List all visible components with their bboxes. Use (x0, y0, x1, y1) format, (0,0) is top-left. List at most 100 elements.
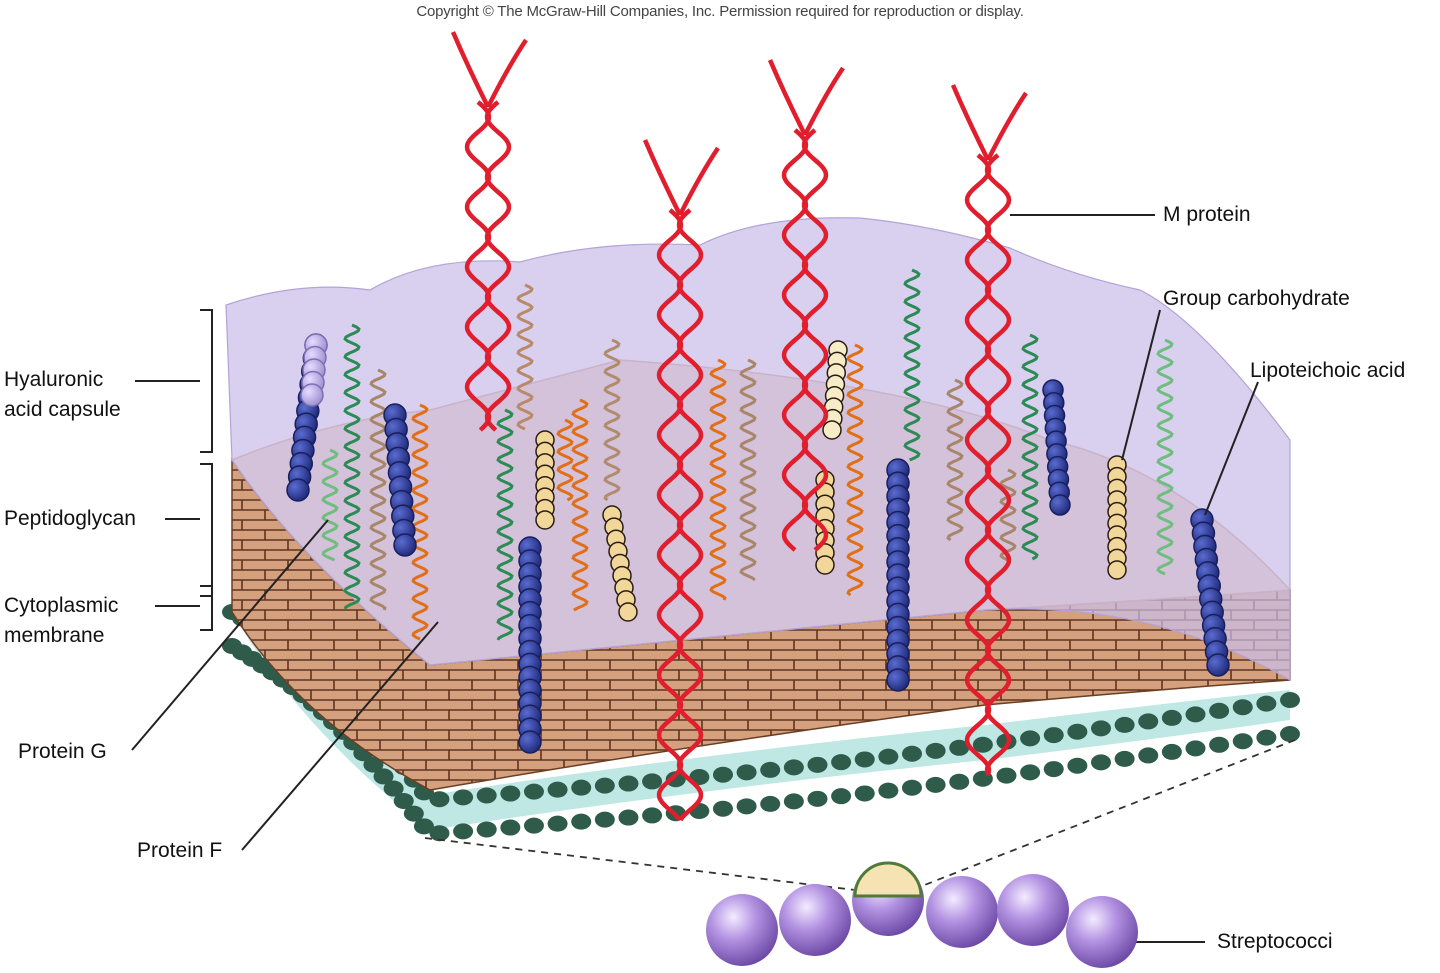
group-carbohydrate-bead (815, 555, 835, 575)
label-streptococci: Streptococci (1217, 930, 1333, 953)
membrane-lipid-bead (949, 739, 970, 756)
membrane-lipid-bead (807, 790, 828, 807)
membrane-lipid-bead (878, 782, 899, 799)
lipoteichoic-leader (1204, 381, 1259, 516)
group-carbohydrate-leader (1121, 309, 1161, 461)
label-cytoplasmic-line1: Cytoplasmic (4, 594, 119, 617)
label-peptidoglycan: Peptidoglycan (4, 507, 136, 530)
membrane-lipid-bead (1232, 699, 1253, 716)
membrane-lipid-bead (1090, 754, 1111, 771)
membrane-lipid-bead (429, 791, 450, 808)
capsule-polymer-strand (556, 418, 574, 502)
membrane-lipid-bead (618, 809, 639, 826)
lipoteichoic-bead (300, 383, 324, 407)
group-carbohydrate-bead (822, 420, 842, 440)
m-protein-tip (485, 38, 528, 109)
streptococci-chain (706, 861, 1138, 968)
membrane-lipid-bead (949, 773, 970, 790)
lipoteichoic-bead (1049, 494, 1071, 516)
m-protein-strand (656, 208, 684, 822)
membrane-lipid-bead (736, 764, 757, 781)
capsule-polymer-strand (903, 268, 921, 462)
label-protein-f: Protein F (137, 839, 223, 862)
membrane-lipid-bead (547, 815, 568, 832)
label-group-carbohydrate: Group carbohydrate (1163, 287, 1350, 310)
membrane-lipid-bead (831, 788, 852, 805)
m-protein-strand (676, 208, 704, 822)
m-protein-strand (801, 128, 829, 552)
m-protein-tip (950, 84, 991, 162)
membrane-lipid-bead (972, 736, 993, 753)
group-carbohydrate-bead (618, 602, 638, 622)
membrane-lipid-bead (413, 818, 434, 835)
capsule-polymer-strand (603, 338, 621, 502)
membrane-lipid-bead (1232, 733, 1253, 750)
membrane-lipid-bead (523, 817, 544, 834)
membrane-lipid-bead (1043, 761, 1064, 778)
membrane-lipid-bead (594, 777, 615, 794)
membrane-lipid-bead (1209, 702, 1230, 719)
capsule-polymer-strand (1021, 333, 1039, 561)
membrane-lipid-bead (1114, 750, 1135, 767)
membrane-lipid-bead (925, 776, 946, 793)
membrane-lipid-bead (453, 823, 474, 840)
label-cytoplasmic-line2: membrane (4, 624, 105, 647)
membrane-lipid-bead (665, 771, 686, 788)
membrane-lipid-bead (996, 767, 1017, 784)
membrane-lipid-bead (1256, 695, 1277, 712)
membrane-lipid-bead (500, 819, 521, 836)
m-protein-tip (642, 139, 683, 217)
membrane-lipid-bead (760, 761, 781, 778)
capsule-polymer-strand (999, 468, 1017, 562)
label-m-protein: M protein (1163, 203, 1251, 226)
capsule-polymer-strand (411, 403, 429, 641)
membrane-lipid-bead (854, 751, 875, 768)
lipoteichoic-and-carbohydrate-chains (286, 333, 1230, 754)
membrane-lipid-bead (854, 785, 875, 802)
capsule-polymer-strand (516, 283, 534, 431)
membrane-lipid-bead (712, 766, 733, 783)
membrane-lipid-bead (1209, 736, 1230, 753)
membrane-fluid (232, 590, 1290, 830)
label-protein-g: Protein G (18, 740, 107, 763)
protein-f-leader (241, 621, 439, 851)
capsule-polymer-strand (739, 358, 757, 582)
m-protein-fibers (450, 31, 1028, 822)
capsule-polymer-strand (846, 343, 864, 597)
membrane-lipid-bead (373, 768, 394, 785)
capsule-polymer-strand (946, 378, 964, 542)
capsule-polymer-strand (321, 448, 339, 562)
membrane-lipid-bead (1114, 716, 1135, 733)
membrane-lipid-bead (642, 773, 663, 790)
m-protein-tip (767, 59, 808, 137)
membrane-lipid-bead (1138, 747, 1159, 764)
membrane-lipid-bead (1185, 740, 1206, 757)
label-lipoteichoic-acid: Lipoteichoic acid (1250, 359, 1406, 382)
membrane-lipid-bead (571, 813, 592, 830)
m-protein-strand (464, 100, 492, 432)
membrane-lipid-bead (1280, 692, 1300, 708)
m-protein-tip (985, 91, 1028, 162)
membrane-lipid-bead (996, 733, 1017, 750)
label-hyaluronic-line2: acid capsule (4, 398, 121, 421)
membrane-lipid-bead (1090, 720, 1111, 737)
m-protein-strand (984, 153, 1012, 777)
membrane-lipid-bead (1020, 730, 1041, 747)
capsule-polymer-chains (321, 268, 1174, 641)
m-protein-tip (677, 146, 720, 217)
membrane-lipid-bead (712, 800, 733, 817)
membrane-lipid-bead (1020, 764, 1041, 781)
membrane-lipid-bead (363, 756, 384, 773)
group-carbohydrate-bead (1107, 560, 1127, 580)
membrane-lipid-bead (1043, 727, 1064, 744)
capsule-polymer-strand (571, 398, 589, 612)
lipoteichoic-bead (886, 668, 910, 692)
membrane-lipid-bead (476, 787, 497, 804)
membrane-lipid-bead (807, 756, 828, 773)
membrane-lipid-bead (1138, 713, 1159, 730)
protein-g-leader (131, 519, 329, 751)
m-protein-strand (484, 100, 512, 432)
membrane-lipid-bead (642, 807, 663, 824)
m-protein-tip (802, 66, 845, 137)
membrane-lipid-bead (1161, 743, 1182, 760)
